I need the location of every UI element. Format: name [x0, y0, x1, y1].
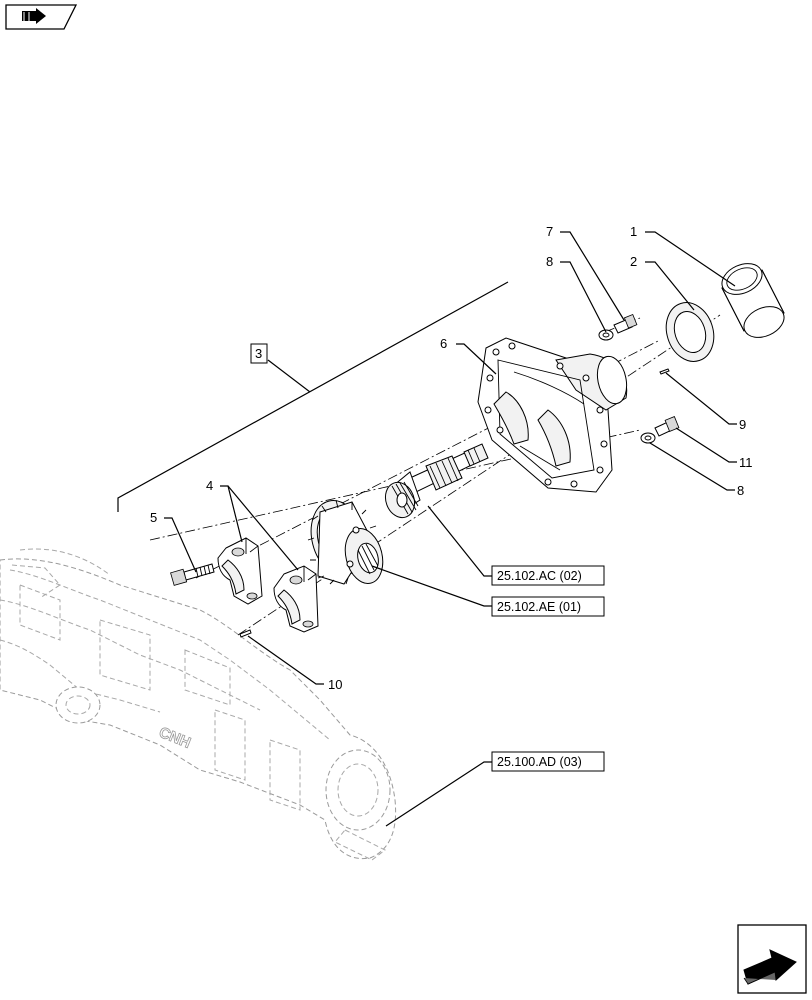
callout-3: 3: [255, 346, 262, 361]
part-9-pin: [659, 368, 670, 375]
callout-7: 7: [546, 224, 553, 239]
part-7-screw: [613, 313, 638, 334]
reference-25-102-ae[interactable]: 25.102.AE (01): [491, 596, 605, 617]
part-8-washer-right: [640, 432, 656, 444]
part-4-bearing-cap-left: [217, 537, 263, 605]
part-2-shim-ring: [665, 302, 715, 362]
callout-8-top: 8: [546, 254, 553, 269]
pinion-shaft: [384, 443, 489, 519]
svg-text:25.100.AD (03): 25.100.AD (03): [497, 755, 582, 769]
callout-6: 6: [440, 336, 447, 351]
callout-3-box: 3: [250, 343, 268, 364]
callout-2: 2: [630, 254, 637, 269]
reference-25-100-ad[interactable]: 25.100.AD (03): [491, 751, 605, 772]
assembly-3-bracket: [117, 281, 509, 512]
part-1-bearing-cup: [721, 263, 785, 338]
part-6-carrier-housing: [477, 337, 628, 493]
leader-lines: [164, 231, 737, 827]
svg-text:25.102.AC (02): 25.102.AC (02): [497, 569, 582, 583]
callout-1: 1: [630, 224, 637, 239]
part-4-bearing-cap-right: [273, 565, 319, 633]
callout-labels: 1 2 7 8 6 9 11 8 4 5 10 3: [150, 224, 753, 692]
next-page-arrow-icon[interactable]: [737, 924, 807, 994]
part-5-bolt: [170, 563, 215, 586]
part-10-pin: [239, 629, 252, 638]
differential-case: [307, 499, 384, 585]
book-arrow-icon[interactable]: [5, 4, 78, 30]
reference-25-102-ac[interactable]: 25.102.AC (02): [491, 565, 605, 586]
callout-11: 11: [739, 455, 753, 470]
axle-housing: CNH: [0, 548, 397, 861]
callout-8-right: 8: [737, 483, 744, 498]
callout-10: 10: [328, 677, 342, 692]
callout-4: 4: [206, 478, 213, 493]
svg-text:25.102.AE (01): 25.102.AE (01): [497, 600, 581, 614]
part-8-washer-top: [598, 329, 614, 341]
callout-5: 5: [150, 510, 157, 525]
part-11-screw: [654, 416, 680, 437]
callout-9: 9: [739, 417, 746, 432]
